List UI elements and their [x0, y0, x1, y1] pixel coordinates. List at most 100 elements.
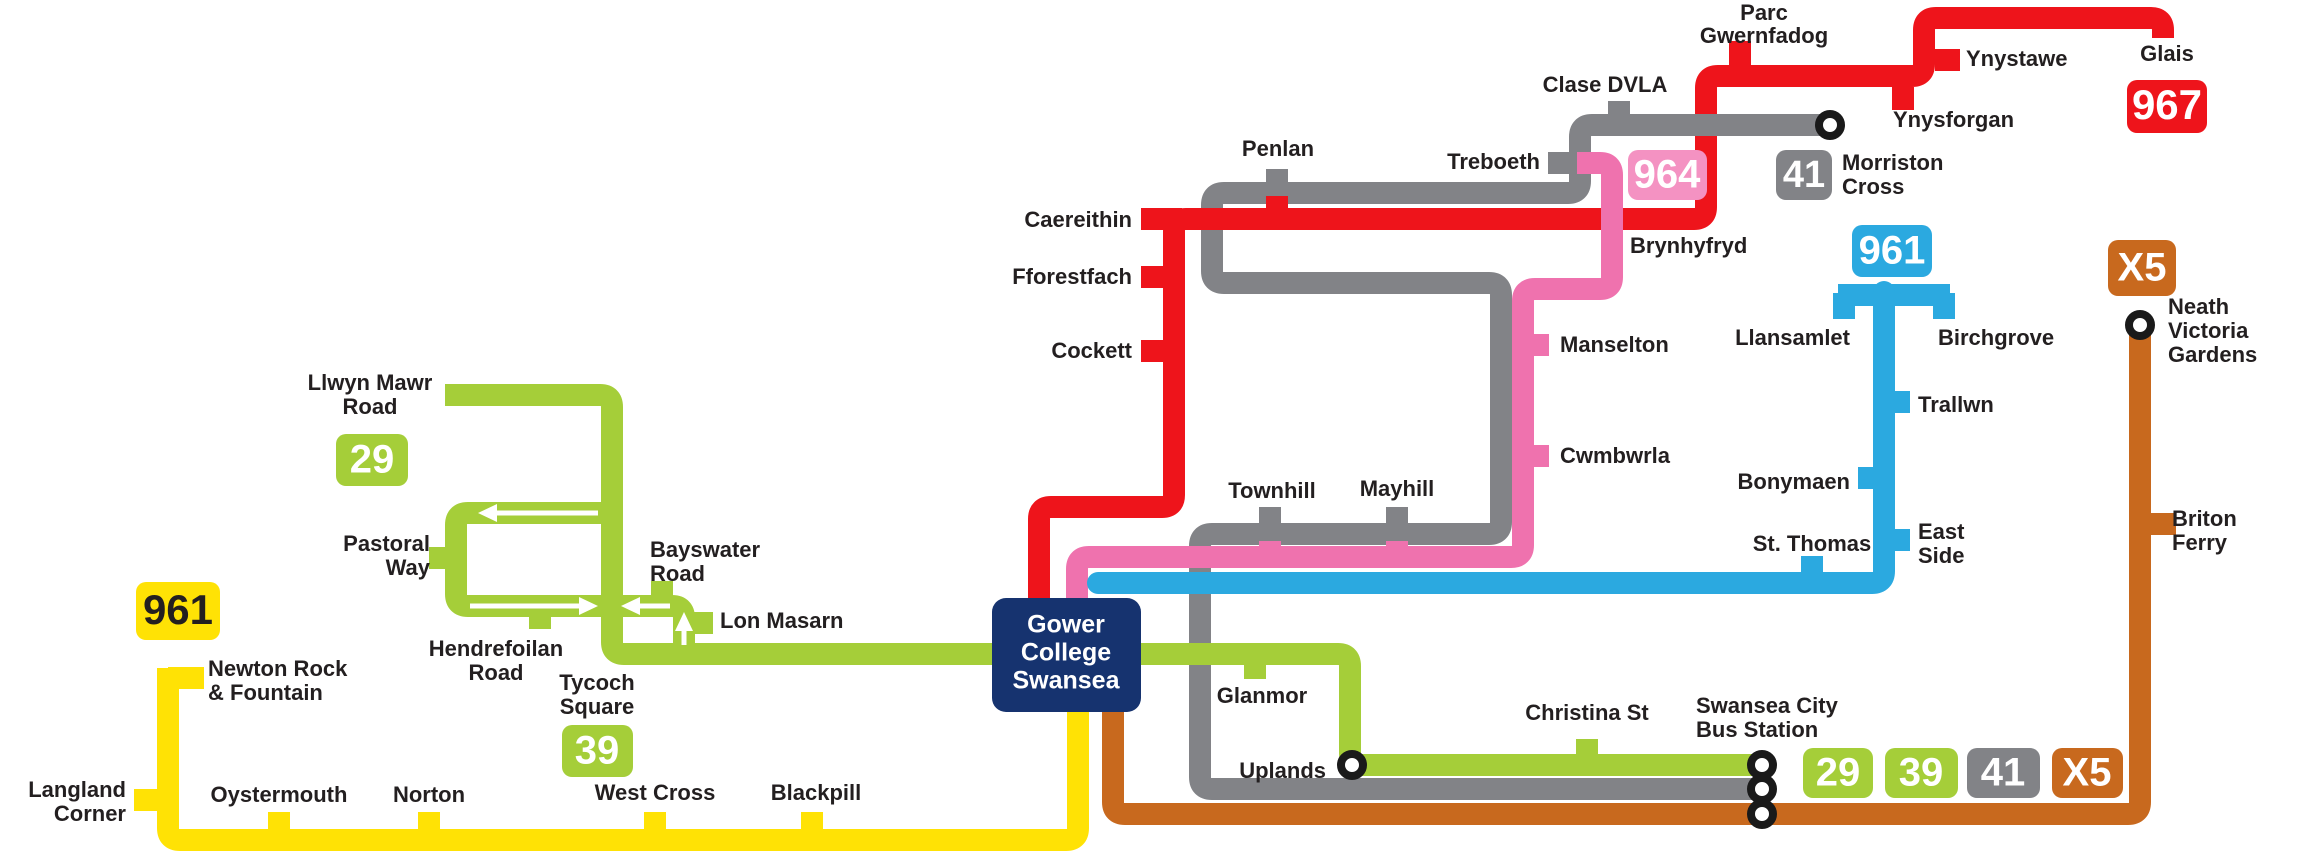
label-bonymaen: Bonymaen	[1738, 469, 1850, 494]
ring-bus-station-gray	[1747, 774, 1777, 804]
label-townhill: Townhill	[1228, 478, 1316, 503]
badge-row-bus-station: 29 39 41 X5	[1803, 748, 2123, 798]
badge-39-mid: 39	[562, 725, 633, 777]
badge-x5-top-box	[2108, 240, 2176, 296]
label-birchgrove: Birchgrove	[1938, 325, 2054, 350]
route-967-line	[1028, 6, 2174, 608]
arrow-west-head	[478, 504, 497, 522]
badge-41-top: 41	[1776, 150, 1832, 200]
badge-39-row-text: 39	[1899, 751, 1944, 795]
stop-labels: Parc Gwernfadog Ynystawe Glais Ynysforga…	[28, 0, 2257, 826]
label-morriston-cross-2: Cross	[1842, 174, 1904, 199]
badge-41-row-text: 41	[1981, 751, 2026, 795]
route-967-ticks	[1141, 41, 1960, 362]
arrow-spur-head	[675, 612, 693, 631]
label-morriston-cross-1: Morriston	[1842, 150, 1943, 175]
hub-label-line3: Swansea	[1012, 667, 1120, 695]
badge-41-top-box	[1776, 150, 1832, 200]
label-mayhill: Mayhill	[1360, 476, 1435, 501]
label-llwyn-mawr-2: Road	[343, 394, 398, 419]
label-langland-2: Corner	[54, 801, 127, 826]
label-langland-1: Langland	[28, 777, 126, 802]
label-east-side-1: East	[1918, 519, 1965, 544]
badge-964: 964	[1628, 150, 1707, 200]
badge-967-box	[2127, 80, 2207, 133]
route-961-blue-ticks	[1801, 391, 1910, 583]
badge-x5-row-text: X5	[2063, 751, 2112, 795]
label-llwyn-mawr-1: Llwyn Mawr	[308, 370, 433, 395]
label-fforestfach: Fforestfach	[1012, 264, 1132, 289]
route-x5-line	[1102, 330, 2151, 825]
label-norton: Norton	[393, 782, 465, 807]
label-cwmbwrla: Cwmbwrla	[1560, 443, 1671, 468]
badge-29-top-box	[336, 434, 408, 486]
label-trallwn: Trallwn	[1918, 392, 1994, 417]
label-bus-station-1: Swansea City	[1696, 693, 1839, 718]
label-ynysforgan: Ynysforgan	[1893, 107, 2014, 132]
ring-bus-station-green	[1747, 750, 1777, 780]
hub-label-line2: College	[1021, 639, 1111, 667]
label-parc-gwernfadog-1: Parc	[1740, 0, 1788, 25]
label-uplands: Uplands	[1239, 758, 1326, 783]
label-neath-2: Victoria	[2168, 318, 2249, 343]
hub-gower-college: Gower College Swansea	[992, 598, 1141, 712]
badge-961-blue: 961	[1852, 225, 1932, 277]
route-41-ticks	[1259, 101, 1630, 534]
ring-uplands	[1337, 750, 1367, 780]
arrow-east-head	[579, 597, 598, 615]
badge-964-box	[1628, 150, 1707, 200]
route-961-blue-line	[1087, 281, 1895, 594]
label-glanmor: Glanmor	[1217, 683, 1308, 708]
label-briton-ferry-1: Briton	[2172, 506, 2237, 531]
label-clase-dvla: Clase DVLA	[1543, 72, 1668, 97]
ring-morriston-cross	[1815, 110, 1845, 140]
badge-961-yellow-box	[136, 582, 220, 640]
badge-29-top: 29	[336, 434, 408, 486]
label-treboeth: Treboeth	[1447, 149, 1540, 174]
label-penlan: Penlan	[1242, 136, 1314, 161]
label-pastoral-way-2: Way	[386, 555, 431, 580]
route-29-39-ticks	[429, 547, 1598, 765]
badge-964-text: 964	[1634, 153, 1701, 197]
label-hendrefoilan-1: Hendrefoilan	[429, 636, 563, 661]
badge-961-yellow-text: 961	[143, 586, 213, 633]
label-neath-3: Gardens	[2168, 342, 2257, 367]
badge-41-row-box	[1967, 748, 2040, 798]
route-964-line	[1066, 152, 1623, 608]
label-lon-masarn: Lon Masarn	[720, 608, 843, 633]
oneway-arrows	[470, 504, 693, 645]
badge-961-blue-text: 961	[1859, 229, 1926, 273]
ring-neath-victoria-gardens	[2125, 310, 2155, 340]
badge-961-yellow: 961	[136, 582, 220, 640]
badge-961-blue-box	[1852, 225, 1932, 277]
route-29-oneway-loop	[445, 502, 612, 617]
route-961-yellow-line	[157, 668, 1089, 851]
route-961-yellow-ticks	[134, 667, 823, 840]
label-newton-rock-1: Newton Rock	[208, 656, 348, 681]
label-oystermouth: Oystermouth	[211, 782, 348, 807]
badge-x5-top: X5	[2108, 240, 2176, 296]
hub-label-line1: Gower	[1027, 611, 1105, 639]
label-briton-ferry-2: Ferry	[2172, 530, 2228, 555]
label-caereithin: Caereithin	[1024, 207, 1132, 232]
badge-x5-top-text: X5	[2118, 246, 2167, 290]
label-blackpill: Blackpill	[771, 780, 861, 805]
label-llansamlet: Llansamlet	[1735, 325, 1851, 350]
label-brynhyfryd: Brynhyfryd	[1630, 233, 1747, 258]
hub-box	[992, 598, 1141, 712]
label-tycoch-2: Square	[560, 694, 635, 719]
label-bus-station-2: Bus Station	[1696, 717, 1818, 742]
label-bayswater-1: Bayswater	[650, 537, 761, 562]
route-964-ticks	[1259, 334, 1549, 557]
route-41-line	[1189, 114, 1830, 800]
badge-39-row-box	[1885, 748, 1958, 798]
label-st-thomas: St. Thomas	[1753, 531, 1872, 556]
label-christina-st: Christina St	[1525, 700, 1649, 725]
label-west-cross: West Cross	[595, 780, 716, 805]
ring-bus-station-orange	[1747, 799, 1777, 829]
arrow-bayswater-head	[621, 597, 640, 615]
badge-39-mid-text: 39	[575, 729, 620, 773]
badge-29-row-text: 29	[1816, 751, 1861, 795]
badge-41-top-text: 41	[1783, 154, 1825, 196]
